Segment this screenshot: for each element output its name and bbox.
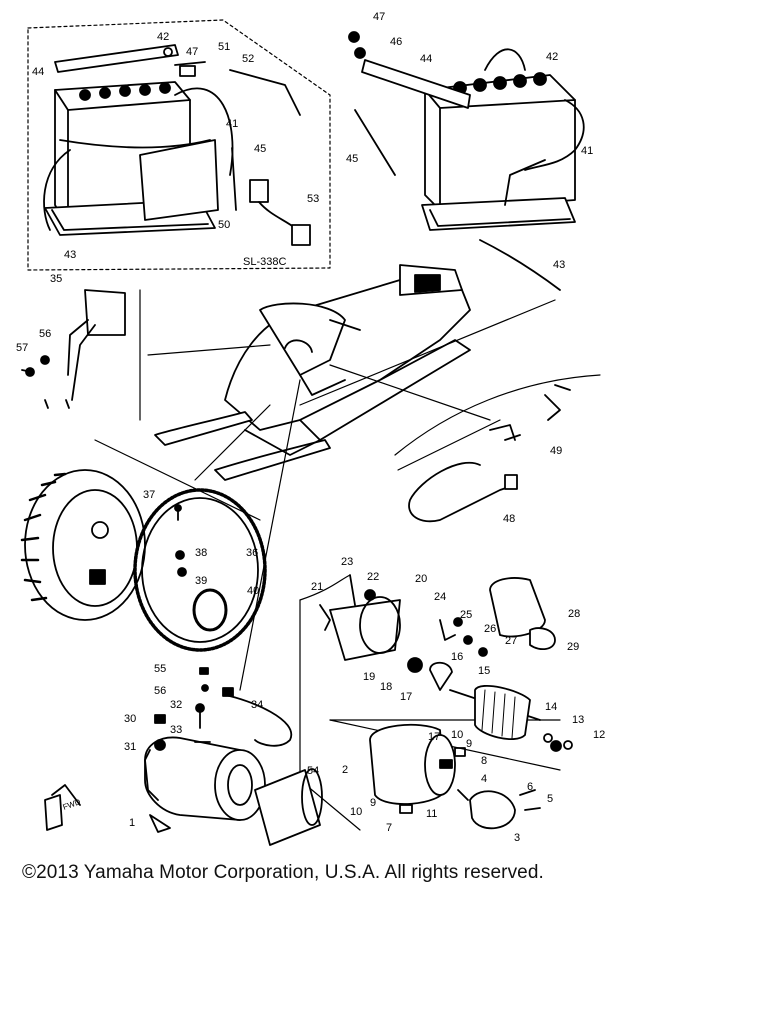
callout-18: 18 <box>380 681 392 693</box>
callout-47b: 47 <box>373 11 385 23</box>
callout-37: 37 <box>143 489 155 501</box>
callout-labels: 1 2 3 4 5 6 7 8 9 9 10 10 11 12 13 14 15… <box>16 11 605 844</box>
callout-45b: 45 <box>346 153 358 165</box>
callout-49: 49 <box>550 445 562 457</box>
callout-2: 2 <box>342 764 348 776</box>
callout-44b: 44 <box>420 53 432 65</box>
starter-parts <box>319 574 573 830</box>
callout-3: 3 <box>514 832 520 844</box>
callout-6: 6 <box>527 781 533 793</box>
callout-36: 36 <box>246 547 258 559</box>
callout-16: 16 <box>451 651 463 663</box>
starter-motor: FWD <box>44 667 323 846</box>
callout-9a: 9 <box>370 797 376 809</box>
cable-assembly <box>408 384 571 523</box>
callout-53: 53 <box>307 193 319 205</box>
callout-17b: 17 <box>428 731 440 743</box>
callout-32: 32 <box>170 699 182 711</box>
front-label: FWD <box>62 797 82 812</box>
callout-13: 13 <box>572 714 584 726</box>
callout-46: 46 <box>390 36 402 48</box>
callout-56a: 56 <box>154 685 166 697</box>
bracket-assembly <box>21 289 126 409</box>
callout-28: 28 <box>568 608 580 620</box>
callout-35: 35 <box>50 273 62 285</box>
callout-56b: 56 <box>39 328 51 340</box>
callout-29: 29 <box>567 641 579 653</box>
snowmobile <box>154 264 471 481</box>
leader-lines <box>94 289 601 831</box>
callout-43a: 43 <box>64 249 76 261</box>
callout-19: 19 <box>363 671 375 683</box>
callout-15: 15 <box>478 665 490 677</box>
callout-8: 8 <box>481 755 487 767</box>
callout-52: 52 <box>242 53 254 65</box>
callout-27: 27 <box>505 635 517 647</box>
callout-17a: 17 <box>400 691 412 703</box>
callout-4: 4 <box>481 773 487 785</box>
callout-26: 26 <box>484 623 496 635</box>
callout-25: 25 <box>460 609 472 621</box>
callout-23: 23 <box>341 556 353 568</box>
callout-57: 57 <box>16 342 28 354</box>
callout-54: 54 <box>307 765 319 777</box>
parts-diagram: SL-338C <box>16 11 605 846</box>
callout-47a: 47 <box>186 46 198 58</box>
callout-14: 14 <box>545 701 557 713</box>
callout-33: 33 <box>170 724 182 736</box>
callout-55: 55 <box>154 663 166 675</box>
flywheel-assembly <box>20 469 267 652</box>
callout-10b: 10 <box>451 729 463 741</box>
callout-51: 51 <box>218 41 230 53</box>
callout-44a: 44 <box>32 66 44 78</box>
callout-42a: 42 <box>157 31 169 43</box>
callout-12: 12 <box>593 729 605 741</box>
callout-39: 39 <box>195 575 207 587</box>
callout-31: 31 <box>124 741 136 753</box>
callout-7: 7 <box>386 822 392 834</box>
callout-5: 5 <box>547 793 553 805</box>
callout-48: 48 <box>503 513 515 525</box>
callout-40: 40 <box>247 585 259 597</box>
callout-41b: 41 <box>581 145 593 157</box>
callout-1: 1 <box>129 817 135 829</box>
callout-22: 22 <box>367 571 379 583</box>
callout-20: 20 <box>415 573 427 585</box>
callout-43b: 43 <box>553 259 565 271</box>
callout-24: 24 <box>434 591 446 603</box>
inset-label: SL-338C <box>243 256 286 268</box>
battery-assembly <box>348 31 585 291</box>
callout-41a: 41 <box>226 118 238 130</box>
callout-45a: 45 <box>254 143 266 155</box>
callout-50: 50 <box>218 219 230 231</box>
callout-9b: 9 <box>466 738 472 750</box>
copyright-notice: ©2013 Yamaha Motor Corporation, U.S.A. A… <box>22 862 544 883</box>
callout-21: 21 <box>311 581 323 593</box>
battery-inset: SL-338C <box>27 19 331 271</box>
callout-34: 34 <box>251 699 263 711</box>
callout-10a: 10 <box>350 806 362 818</box>
callout-38: 38 <box>195 547 207 559</box>
callout-30: 30 <box>124 713 136 725</box>
callout-11: 11 <box>426 808 437 820</box>
callout-42b: 42 <box>546 51 558 63</box>
